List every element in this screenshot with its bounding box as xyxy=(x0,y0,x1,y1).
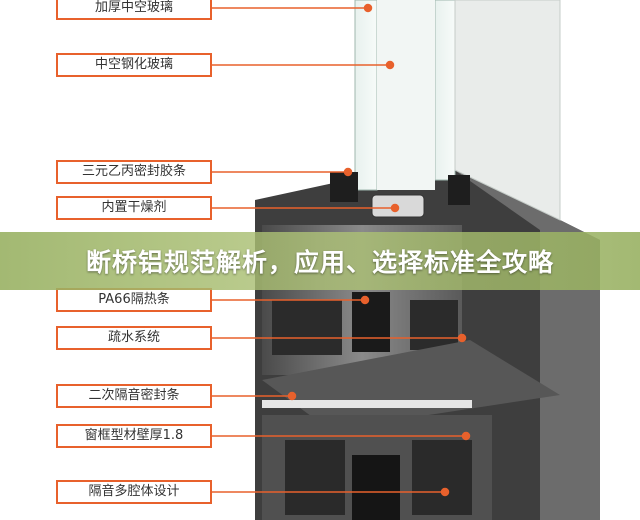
lower-chamber-1 xyxy=(285,440,345,515)
leader-dot xyxy=(461,431,471,441)
leader-dot xyxy=(343,167,353,177)
label-pa66-insulation-strip: PA66隔热条 xyxy=(56,288,212,312)
glass-pane-outer xyxy=(354,0,378,191)
label-tempered-insulated-glass: 中空钢化玻璃 xyxy=(56,53,212,77)
white-strip xyxy=(262,400,472,408)
leader-dot xyxy=(457,333,467,343)
label-drainage-system: 疏水系统 xyxy=(56,326,212,350)
leader-lines xyxy=(212,3,471,497)
chamber-1 xyxy=(272,300,342,355)
thermal-break xyxy=(352,292,390,352)
leader-dot xyxy=(385,60,395,70)
label-thick-insulated-glass: 加厚中空玻璃 xyxy=(56,0,212,20)
chamber-2 xyxy=(410,300,458,350)
leader-dot xyxy=(363,3,373,13)
lower-chamber-2 xyxy=(412,440,472,515)
lower-insulation xyxy=(352,455,400,520)
leader-dot xyxy=(360,295,370,305)
label-wall-thickness: 窗框型材壁厚1.8 xyxy=(56,424,212,448)
leader-dot xyxy=(390,203,400,213)
glass-side xyxy=(454,0,561,221)
label-epdm-seal: 三元乙丙密封胶条 xyxy=(56,160,212,184)
label-desiccant: 内置干燥剂 xyxy=(56,196,212,220)
leader-dot xyxy=(440,487,450,497)
seal-strip xyxy=(330,172,358,202)
label-multi-chamber: 隔音多腔体设计 xyxy=(56,480,212,504)
glass-cavity xyxy=(377,0,435,190)
title-banner: 断桥铝规范解析，应用、选择标准全攻略 xyxy=(0,232,640,290)
seal-strip-right xyxy=(448,175,470,205)
glass-pane-inner xyxy=(434,0,456,181)
banner-title: 断桥铝规范解析，应用、选择标准全攻略 xyxy=(85,248,554,277)
leader-dot xyxy=(287,391,297,401)
label-secondary-seal: 二次隔音密封条 xyxy=(56,384,212,408)
